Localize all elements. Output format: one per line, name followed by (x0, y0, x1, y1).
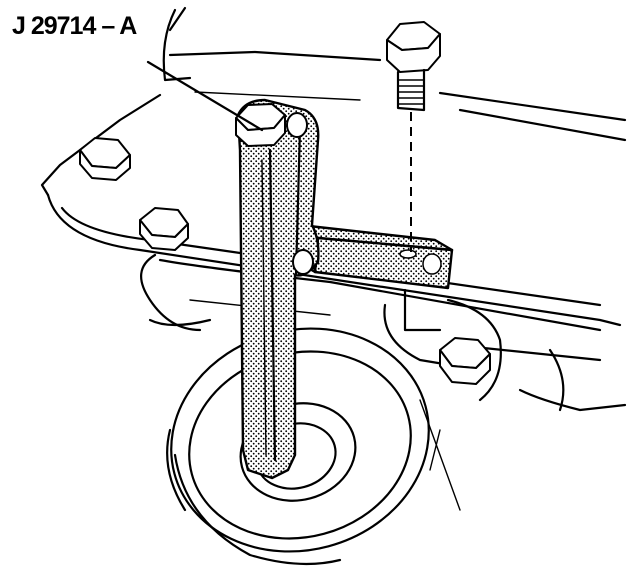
crankshaft-damper (166, 327, 430, 566)
bolt-head-2 (139, 207, 189, 251)
tool-arm (235, 98, 320, 480)
mounting-bolt (386, 21, 441, 252)
flange-bolt-heads (79, 137, 491, 385)
bolt-head-3 (439, 337, 491, 385)
callout-leader (146, 6, 264, 132)
tool-callout-label: J 29714 – A (12, 12, 137, 40)
bolt-head-1 (79, 137, 131, 181)
